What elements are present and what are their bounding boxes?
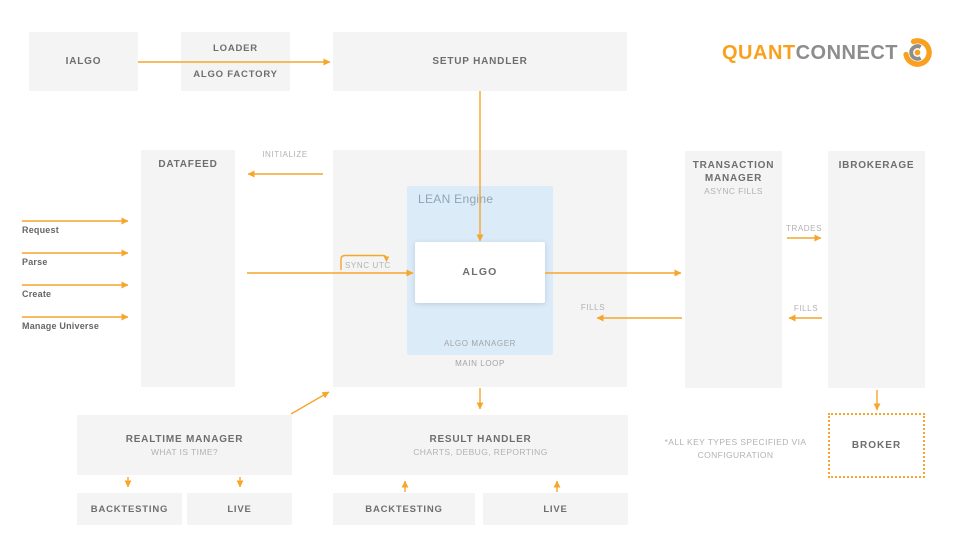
box-result-handler: RESULT HANDLER CHARTS, DEBUG, REPORTING [333, 415, 628, 475]
box-datafeed-title: DATAFEED [158, 159, 218, 170]
label-sync-utc: SYNC UTC [345, 261, 391, 270]
lean-engine-title: LEAN Engine [418, 192, 494, 206]
box-setup-handler: SETUP HANDLER [333, 32, 627, 91]
box-loader-algo-factory: LOADER ALGO FACTORY [181, 32, 290, 91]
box-ialgo: IALGO [29, 32, 138, 91]
box-live-right-title: LIVE [543, 503, 568, 515]
box-algo: ALGO [415, 242, 545, 303]
box-datafeed: DATAFEED [141, 150, 235, 387]
side-label-request: Request [22, 225, 59, 235]
note-configuration: *ALL KEY TYPES SPECIFIED VIA CONFIGURATI… [658, 436, 813, 462]
arrow-realtime-manager-to-main-loop [290, 391, 330, 415]
box-transaction-manager-subtitle: ASYNC FILLS [704, 186, 763, 196]
label-main-loop: MAIN LOOP [455, 359, 505, 368]
box-ibrokerage-title: IBROKERAGE [838, 160, 915, 171]
box-live-left-title: LIVE [227, 503, 252, 515]
label-algo-manager: ALGO MANAGER [443, 339, 517, 348]
box-realtime-manager-subtitle: WHAT IS TIME? [150, 446, 219, 457]
box-backtesting-right-title: BACKTESTING [365, 503, 443, 515]
quantconnect-swirl-icon [903, 38, 932, 67]
side-label-parse: Parse [22, 257, 48, 267]
box-algo-title: ALGO [462, 266, 498, 278]
box-result-handler-subtitle: CHARTS, DEBUG, REPORTING [413, 446, 548, 457]
logo-text-connect: CONNECT [795, 42, 898, 64]
box-ialgo-title: IALGO [65, 56, 102, 67]
box-setup-handler-title: SETUP HANDLER [432, 56, 528, 67]
box-live-left: LIVE [187, 493, 292, 525]
label-fills-right: FILLS [793, 304, 819, 313]
box-transaction-manager: TRANSACTION MANAGER ASYNC FILLS [685, 151, 782, 388]
box-backtesting-left: BACKTESTING [77, 493, 182, 525]
box-ibrokerage: IBROKERAGE [828, 151, 925, 388]
box-realtime-manager-title: REALTIME MANAGER [125, 433, 244, 445]
label-fills-mid: FILLS [580, 303, 606, 312]
box-backtesting-left-title: BACKTESTING [90, 503, 169, 515]
box-realtime-manager: REALTIME MANAGER WHAT IS TIME? [77, 415, 292, 475]
box-transaction-manager-title-line1: TRANSACTION [692, 160, 775, 171]
box-live-right: LIVE [483, 493, 628, 525]
box-broker: BROKER [828, 413, 925, 478]
note-line1: *ALL KEY TYPES SPECIFIED VIA [664, 437, 807, 447]
box-loader-title: LOADER [213, 43, 258, 54]
side-label-create: Create [22, 289, 52, 299]
box-result-handler-title: RESULT HANDLER [429, 433, 532, 445]
logo-text-quant: QUANT [722, 42, 796, 64]
label-trades: TRADES [785, 224, 823, 233]
label-initialize: INITIALIZE [262, 150, 308, 159]
box-broker-title: BROKER [851, 440, 902, 451]
box-transaction-manager-title-line2: MANAGER [704, 173, 763, 184]
box-backtesting-right: BACKTESTING [333, 493, 475, 525]
note-line2: CONFIGURATION [697, 450, 774, 460]
side-label-manage-universe: Manage Universe [22, 321, 100, 331]
box-algo-factory-title: ALGO FACTORY [193, 69, 278, 80]
